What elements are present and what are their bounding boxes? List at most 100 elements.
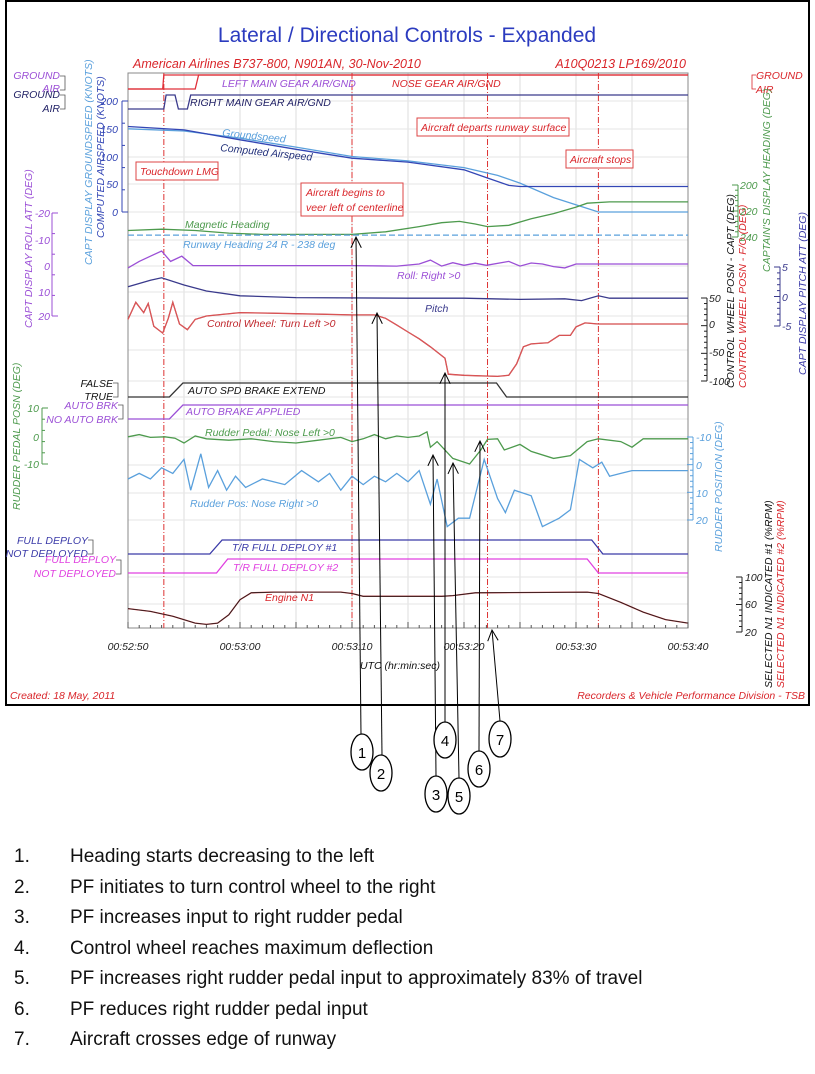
list-text: PF initiates to turn control wheel to th… bbox=[70, 876, 436, 898]
list-text: PF increases right rudder pedal input to… bbox=[70, 968, 643, 989]
traces bbox=[127, 74, 689, 626]
trace-pedal bbox=[127, 430, 688, 465]
arrowhead-icon bbox=[447, 461, 459, 475]
roll-tick-label: 0 bbox=[44, 261, 50, 273]
label-tr1: T/R FULL DEPLOY #1 bbox=[232, 542, 337, 554]
label-roll: Roll: Right >0 bbox=[397, 270, 460, 282]
n1-tick-label: 20 bbox=[744, 627, 757, 639]
x-tick-label: 00:53:40 bbox=[668, 641, 709, 653]
roll-tick-label: -20 bbox=[35, 208, 50, 220]
list-number: 7. bbox=[14, 1029, 30, 1050]
rudder-tick-label: -10 bbox=[696, 432, 711, 444]
annotations: Touchdown LMG Aircraft begins to veer le… bbox=[135, 117, 634, 217]
n1-1-axis-label: SELECTED N1 INDICATED #1 (%RPM) bbox=[763, 500, 775, 688]
pitch-tick-label: 0 bbox=[782, 292, 788, 304]
callout-number: 4 bbox=[441, 733, 449, 750]
stops-box bbox=[565, 149, 634, 169]
callout-circle bbox=[433, 721, 457, 759]
spd-true-label: TRUE bbox=[84, 391, 114, 403]
touchdown-box bbox=[135, 161, 219, 181]
wheel-tick-label: -50 bbox=[709, 347, 724, 359]
callout-circle bbox=[350, 733, 374, 771]
label-nose: NOSE GEAR AIR/GND bbox=[392, 78, 501, 90]
speed-tick-label: 50 bbox=[106, 179, 118, 191]
right-air-label: AIR bbox=[755, 84, 774, 96]
trace-labels: LEFT MAIN GEAR AIR/GND NOSE GEAR AIR/GND… bbox=[183, 78, 501, 604]
tr1-full-label: FULL DEPLOY bbox=[17, 535, 89, 547]
list-item: 7.Aircraft crosses edge of runway bbox=[0, 1029, 815, 1060]
heading-tick-label: 240 bbox=[739, 232, 758, 244]
trace-cas bbox=[127, 125, 688, 188]
trace-tr1 bbox=[128, 539, 688, 555]
pedal-axis-label: RUDDER PEDAL POSN (DEG) bbox=[11, 363, 23, 510]
tr1-not-label: NOT DEPLOYED bbox=[6, 548, 89, 560]
trace-rmg bbox=[128, 94, 688, 110]
subtitle-left: American Airlines B737-800, N901AN, 30-N… bbox=[132, 57, 421, 71]
pitch-axis-label: CAPT DISPLAY PITCH ATT (DEG) bbox=[797, 212, 809, 375]
auto-brk-label: AUTO BRK bbox=[64, 400, 119, 412]
lmg-ground-label: GROUND bbox=[13, 70, 60, 82]
label-runway-heading: Runway Heading 24 R - 238 deg bbox=[183, 239, 336, 251]
arrowhead-icon bbox=[474, 439, 486, 453]
trace-nose bbox=[128, 74, 688, 90]
n1-tick-label: 100 bbox=[745, 572, 763, 584]
list-number: 1. bbox=[14, 846, 30, 867]
rudder-tick-label: 10 bbox=[696, 488, 708, 500]
trace-spd bbox=[128, 382, 688, 398]
list-text: Control wheel reaches maximum deflection bbox=[70, 937, 434, 959]
pitch-tick-label: 5 bbox=[782, 262, 788, 274]
label-rudder: Rudder Pos: Nose Right >0 bbox=[190, 498, 318, 510]
pedal-tick-label: 10 bbox=[27, 403, 39, 415]
rudder-tick-label: 0 bbox=[696, 460, 702, 472]
list-number: 4. bbox=[14, 937, 30, 959]
roll-tick-label: 10 bbox=[38, 287, 50, 299]
no-auto-brk-label: NO AUTO BRK bbox=[46, 414, 119, 426]
wheel-tick-label: 50 bbox=[709, 293, 721, 305]
arrowhead-icon bbox=[371, 311, 383, 325]
tr2-full-label: FULL DEPLOY bbox=[45, 554, 117, 566]
heading-tick-label: 220 bbox=[739, 206, 758, 218]
right-axes: GROUND AIR CAPTAIN'S DISPLAY HEADING (DE… bbox=[687, 70, 809, 688]
speed-tick-label: 150 bbox=[100, 124, 118, 136]
x-tick-label: 00:53:10 bbox=[332, 641, 373, 653]
callout-arrow-3 bbox=[432, 454, 437, 777]
label-pitch: Pitch bbox=[425, 303, 449, 315]
list-item: 2. PF initiates to turn control wheel to … bbox=[0, 877, 815, 908]
lmg-air-label: AIR bbox=[41, 83, 60, 95]
departs-box bbox=[416, 117, 570, 137]
trace-hdg bbox=[127, 201, 688, 236]
pitch-tick-label: -5 bbox=[782, 321, 791, 333]
callout-arrow-5 bbox=[452, 462, 460, 779]
list-number: 6. bbox=[14, 998, 30, 1020]
label-n1: Engine N1 bbox=[265, 592, 314, 604]
trace-tr2 bbox=[128, 558, 688, 574]
callout-number: 2 bbox=[377, 766, 385, 783]
veer-label-1: Aircraft begins to bbox=[305, 187, 385, 199]
roll-axis-label: CAPT DISPLAY ROLL ATT (DEG) bbox=[23, 169, 35, 328]
list-item: 1.Heading starts decreasing to the left bbox=[0, 846, 815, 877]
left-axes: CAPT DISPLAY GROUNDSPEED (KNOTS) COMPUTE… bbox=[6, 59, 128, 580]
label-lmg: LEFT MAIN GEAR AIR/GND bbox=[222, 78, 356, 90]
list-number: 2. bbox=[14, 876, 30, 898]
tr2-not-label: NOT DEPLOYED bbox=[34, 568, 117, 580]
callout-number: 6 bbox=[475, 762, 483, 779]
arrowhead-icon bbox=[350, 235, 362, 249]
arrowhead-icon bbox=[439, 371, 451, 385]
list-number: 3. bbox=[14, 907, 30, 928]
footer-right: Recorders & Vehicle Performance Division… bbox=[577, 690, 805, 702]
callout-arrow-6 bbox=[478, 440, 481, 752]
touchdown-label: Touchdown LMG bbox=[140, 166, 219, 178]
trace-pitch bbox=[127, 277, 688, 302]
speed-tick-label: 100 bbox=[100, 152, 118, 164]
callout-number: 5 bbox=[455, 789, 463, 806]
flight-data-chart: Lateral / Directional Controls - Expande… bbox=[5, 0, 810, 815]
x-tick-label: 00:53:30 bbox=[556, 641, 597, 653]
heading-axis-label: CAPTAIN'S DISPLAY HEADING (DEG) bbox=[761, 89, 773, 272]
label-wheel: Control Wheel: Turn Left >0 bbox=[207, 318, 336, 330]
list-text: PF reduces right rudder pedal input bbox=[70, 998, 368, 1020]
wheel-tick-label: -100 bbox=[709, 376, 730, 388]
callout-arrow-1 bbox=[355, 236, 362, 736]
label-auto-brake: AUTO BRAKE APPLIED bbox=[185, 406, 301, 418]
